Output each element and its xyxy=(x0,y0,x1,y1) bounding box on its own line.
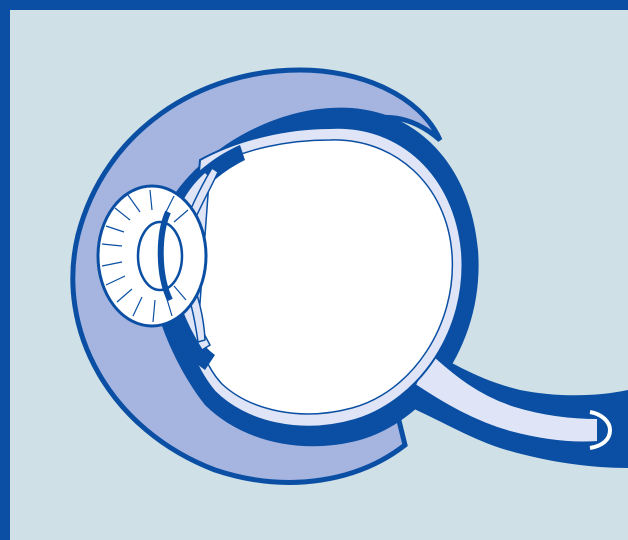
eye-diagram xyxy=(10,10,628,540)
illustration-panel xyxy=(10,10,628,540)
